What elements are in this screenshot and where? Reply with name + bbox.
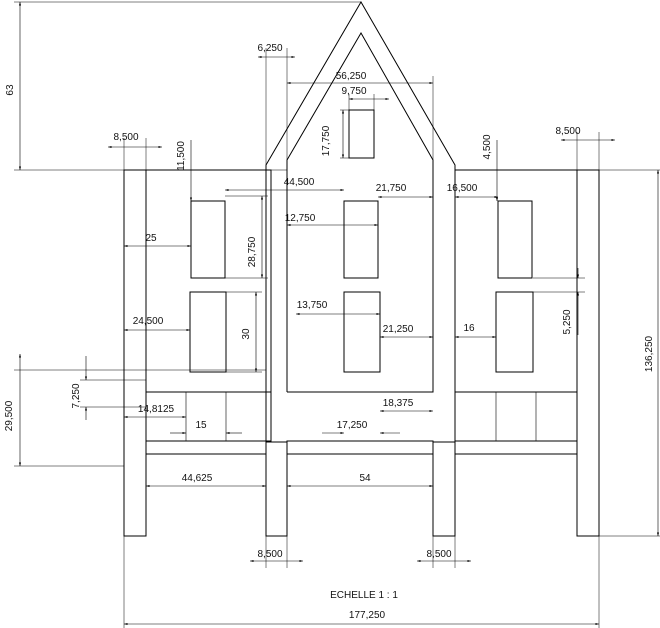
dimension-labels: 63 6,250 56,250 9,750 17,750 8,500 11,50… bbox=[4, 43, 655, 621]
dim-right-small: 5,250 bbox=[562, 309, 573, 334]
dim-left-bay-width: 44,625 bbox=[182, 473, 213, 484]
right-lower-window bbox=[495, 291, 534, 373]
dim-center-lower-width: 13,750 bbox=[297, 300, 328, 311]
dim-center-base-offset: 18,375 bbox=[383, 398, 414, 409]
inner-left-post bbox=[265, 441, 288, 537]
dim-right-total-height: 136,250 bbox=[644, 335, 655, 372]
dim-center-window-offset: 21,750 bbox=[376, 183, 407, 194]
lower-beam-left bbox=[145, 440, 267, 455]
lower-beam-center bbox=[286, 440, 434, 455]
dim-left-window-offset: 25 bbox=[145, 233, 157, 244]
dim-left-window-height: 28,750 bbox=[247, 236, 258, 267]
dim-left-lower-offset: 24,500 bbox=[133, 316, 164, 327]
dim-right-lower-offset: 16 bbox=[463, 323, 475, 334]
dim-right-post-width: 8,500 bbox=[555, 126, 580, 137]
dim-bottom-left-post: 8,500 bbox=[257, 549, 282, 560]
right-base-panel bbox=[454, 391, 578, 442]
dim-right-span: 16,500 bbox=[447, 183, 478, 194]
dim-center-base-width: 17,250 bbox=[337, 420, 368, 431]
dim-right-wall-offset: 4,500 bbox=[482, 134, 493, 159]
dim-left-wall-offset: 11,500 bbox=[176, 141, 187, 171]
right-wall-panel bbox=[454, 169, 577, 393]
dim-overall-width: 177,250 bbox=[349, 610, 386, 621]
dim-attic-window-height: 17,750 bbox=[321, 125, 332, 156]
dim-center-lower-offset: 21,250 bbox=[383, 324, 414, 335]
dim-center-bay-width: 54 bbox=[359, 473, 371, 484]
left-post bbox=[123, 169, 147, 537]
dim-total-height: 63 bbox=[5, 84, 16, 96]
right-post bbox=[576, 169, 600, 537]
dim-center-window-width: 12,750 bbox=[285, 213, 316, 224]
attic-window bbox=[348, 109, 375, 159]
center-upper-window bbox=[343, 200, 379, 279]
dimension-lines bbox=[18, 1, 660, 626]
left-wall-panel bbox=[146, 169, 272, 393]
dim-left-lower-height: 30 bbox=[241, 328, 252, 340]
dim-left-base-width: 15 bbox=[195, 420, 207, 431]
extension-lines bbox=[14, 1, 660, 628]
lower-beam-right bbox=[454, 440, 578, 455]
dim-bottom-right-post: 8,500 bbox=[426, 549, 451, 560]
center-lower-window bbox=[343, 291, 381, 373]
dim-gable-width: 56,250 bbox=[336, 71, 367, 82]
dim-base-height: 29,500 bbox=[4, 400, 15, 431]
dim-center-span: 44,500 bbox=[284, 177, 315, 188]
scale-label: ECHELLE 1 : 1 bbox=[330, 590, 398, 601]
left-upper-window bbox=[190, 200, 226, 279]
left-lower-window bbox=[189, 291, 227, 373]
dim-left-base-offset: 14,8125 bbox=[138, 404, 175, 415]
inner-right-post bbox=[432, 441, 456, 537]
dim-attic-window-width: 9,750 bbox=[341, 86, 366, 97]
dim-roof-tip-offset: 6,250 bbox=[257, 43, 282, 54]
dim-left-post-width: 8,500 bbox=[113, 132, 138, 143]
right-upper-window bbox=[497, 200, 533, 279]
dim-base-small: 7,250 bbox=[71, 383, 82, 408]
gable-inner bbox=[286, 31, 434, 393]
structure bbox=[123, 1, 600, 537]
left-base-panel bbox=[145, 391, 272, 442]
